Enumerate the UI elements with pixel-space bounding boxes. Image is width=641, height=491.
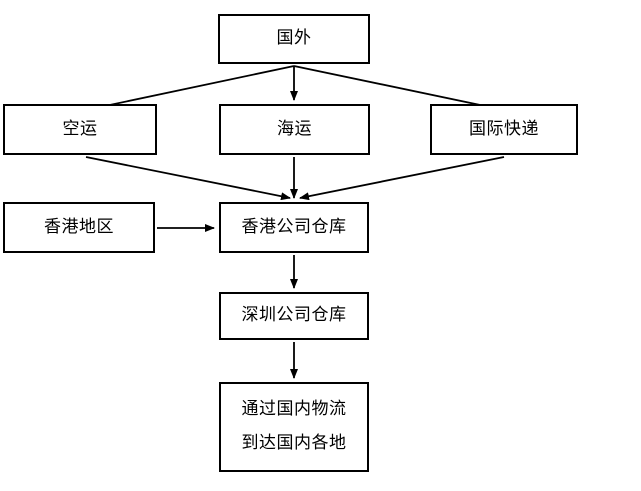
edge-air-to-hk-warehouse	[85, 156, 291, 201]
node-domestic-logistics-label-line1: 通过国内物流	[241, 399, 347, 420]
edge-overseas-to-air	[85, 65, 295, 113]
node-shenzhen-warehouse-label: 深圳公司仓库	[241, 305, 347, 326]
node-overseas-label: 国外	[276, 28, 312, 49]
edge-overseas-to-express	[293, 65, 505, 113]
node-domestic-logistics-label-line2: 到达国内各地	[241, 433, 347, 453]
node-hong-kong-warehouse[interactable]: 香港公司仓库	[219, 202, 369, 253]
edge-express-to-hk-warehouse	[299, 156, 505, 201]
node-hong-kong-region-label: 香港地区	[44, 216, 114, 237]
node-shenzhen-warehouse[interactable]: 深圳公司仓库	[219, 292, 369, 340]
node-domestic-logistics[interactable]: 通过国内物流 到达国内各地	[219, 382, 369, 472]
node-hong-kong-warehouse-label: 香港公司仓库	[241, 216, 347, 237]
node-sea-freight-label: 海运	[277, 118, 312, 139]
node-overseas[interactable]: 国外	[218, 14, 370, 64]
node-international-express-label: 国际快递	[469, 118, 539, 139]
node-hong-kong-region[interactable]: 香港地区	[3, 202, 155, 253]
node-air-freight[interactable]: 空运	[3, 104, 157, 155]
node-air-freight-label: 空运	[62, 118, 98, 139]
node-international-express[interactable]: 国际快递	[430, 104, 578, 155]
node-sea-freight[interactable]: 海运	[219, 104, 370, 155]
